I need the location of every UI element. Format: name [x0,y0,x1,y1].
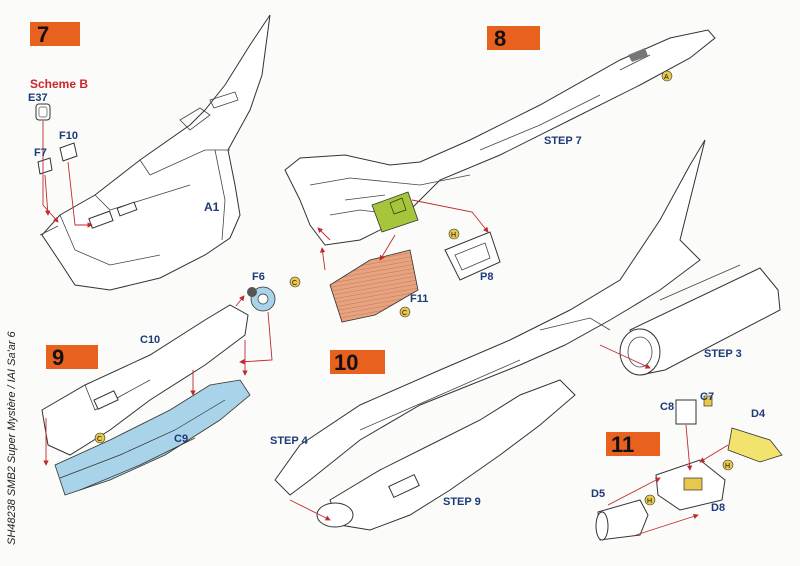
rear-fuselage-a1-drawing [39,14,271,291]
step-10-number: 10 [334,350,358,375]
part-f6-drawing [247,286,276,312]
label-f7: F7 [34,147,47,159]
fuselage-halves-drawing [274,139,706,531]
step-ref-step3: STEP 3 [704,348,742,360]
part-d5-drawing [595,499,649,541]
svg-text:H: H [647,498,652,505]
paint-code-tag-c-f6: C [289,276,301,288]
intake-c9-drawing [54,379,251,496]
label-d4: D4 [751,408,766,420]
part-p8-drawing [444,231,501,281]
label-f6: F6 [252,271,265,283]
step-8-number: 8 [494,26,506,51]
paint-code-tag-h-step8: H [448,228,460,240]
label-f11: F11 [410,293,428,305]
part-c7-drawing [703,395,713,407]
label-p8: P8 [480,271,493,283]
scheme-b-label: Scheme B [30,77,88,91]
label-c7: C7 [700,391,714,403]
label-c9: C9 [174,433,188,445]
part-f11-drawing [329,249,419,323]
svg-text:H: H [451,232,456,239]
part-green-panel-drawing [371,191,419,233]
label-c8: C8 [660,401,674,413]
step-11-number: 11 [611,432,634,457]
step-9-flag: 9 [46,345,98,370]
paint-code-tag-c-step8: C [399,306,411,318]
exhaust-nozzle-drawing [619,264,781,376]
svg-text:C: C [402,310,407,317]
intake-c10-drawing [41,304,249,456]
forward-fuselage-drawing [284,29,716,246]
part-d8-cockpit-tub-drawing [655,459,726,511]
part-f7-drawing [37,157,53,175]
label-f10: F10 [59,130,78,142]
step-7-number: 7 [37,22,49,47]
label-d5: D5 [591,488,605,500]
svg-text:C: C [97,436,102,443]
paint-code-tag-h-step11-b: H [644,494,656,506]
step-ref-step4: STEP 4 [270,435,309,447]
paint-code-tag-a: A [661,70,673,82]
paint-code-tag-h-step11-a: H [722,459,734,471]
part-e37-drawing [35,103,51,121]
svg-text:H: H [725,463,730,470]
step-ref-step7: STEP 7 [544,135,582,147]
label-d8: D8 [711,502,725,514]
svg-text:C: C [292,280,297,287]
step-7-flag: 7 [30,22,80,47]
step-8-flag: 8 [487,26,540,51]
step-9-number: 9 [52,345,64,370]
step-ref-step9: STEP 9 [443,496,481,508]
svg-text:A: A [664,74,669,81]
part-d4-drawing [727,427,783,463]
part-f10-drawing [59,142,78,162]
label-e37: E37 [28,92,48,104]
sheet-footer-side-text: SH48238 SMB2 Super Mystère / IAI Sa'ar 6 [6,331,18,545]
paint-code-tag-c-step9: C [94,432,106,444]
part-c8-drawing [675,399,697,425]
step-10-flag: 10 [330,350,385,375]
step-11-flag: 11 [606,432,660,457]
label-c10: C10 [140,334,160,346]
label-a1: A1 [204,200,220,214]
